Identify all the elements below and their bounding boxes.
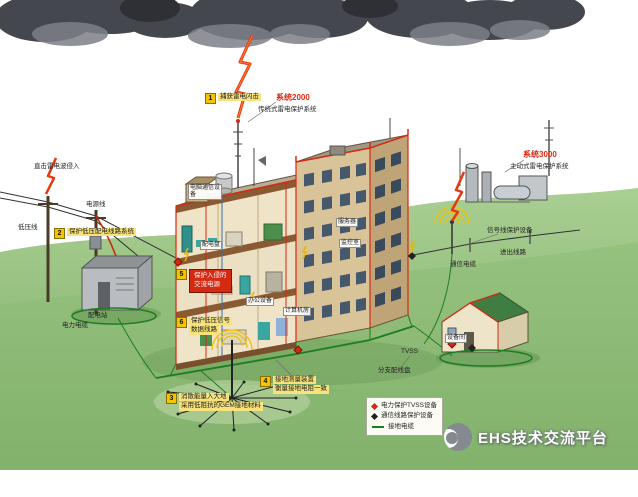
comm-marker-telecom-entry <box>408 252 416 260</box>
house-shadow <box>436 348 540 368</box>
room-office-label: 办公设备 <box>246 297 275 306</box>
tvss-marker-building <box>293 345 303 355</box>
comm-marker-house <box>468 344 476 352</box>
step-ac-power-line1: 保护入侵的 <box>194 272 227 279</box>
legend-item-tvss-label: 电力保护TVSS设备 <box>381 402 437 409</box>
step-capture-label: 捕获雷电闪击 <box>218 93 261 102</box>
ground-cable-substation <box>117 317 157 379</box>
step-gem: 3 消散能量入大地 采用低阻抗的GEM接地材料 <box>166 393 263 411</box>
signal-protect-label: 信号线保护设备 <box>487 227 533 234</box>
step-ac-power: 5 保护入侵的 交流电源 <box>176 269 232 293</box>
watermark: EHS技术交流平台 <box>444 423 608 451</box>
air-terminal-tip <box>236 119 240 123</box>
step-signal: 6 保护低压信号 数据线路 <box>176 317 232 335</box>
step-powerline: 2 保护低压配电线路系统 <box>54 228 136 239</box>
step-gem-line2: 采用低阻抗的GEM接地材料 <box>179 402 263 411</box>
step-measure-number: 4 <box>260 376 271 387</box>
substation-building <box>71 254 157 325</box>
power-service-line <box>95 215 177 259</box>
green-line-icon <box>372 425 384 428</box>
system-2000-desc: 传统式雷电保护系统 <box>258 106 317 113</box>
step-signal-line1: 保护低压信号 <box>189 317 232 326</box>
direct-strike-label: 直击雷电波侵入 <box>34 163 80 170</box>
step-measure-line1: 接地测量装置 <box>273 376 316 385</box>
room-monitor-label: 监控室 <box>339 239 362 248</box>
step-signal-number: 6 <box>176 317 187 328</box>
ground-ring <box>155 325 415 379</box>
substation-ground-ring <box>71 307 157 325</box>
inout-lines-label: 进出线路 <box>500 249 526 256</box>
ground-cable-ese <box>423 253 453 345</box>
step-gem-number: 3 <box>166 393 177 404</box>
vertical-tank-1 <box>465 165 479 203</box>
step-capture: 1 捕获雷电闪击 <box>205 93 261 104</box>
telecom-line <box>407 229 581 257</box>
step-ac-power-number: 5 <box>176 269 187 280</box>
substation-label: 配电站 <box>88 312 108 319</box>
power-cable-label: 电力电缆 <box>62 322 88 329</box>
watermark-logo-icon <box>444 423 472 451</box>
lv-line-label: 低压线 <box>18 224 38 231</box>
step-signal-line2: 数据线路 <box>189 326 219 335</box>
industrial-facility <box>459 120 554 203</box>
branch-panel-label: 分支配线盘 <box>378 367 411 374</box>
substation-door <box>98 282 110 310</box>
step-measure-line2: 衡量接地电阻一致 <box>273 385 329 394</box>
step-powerline-label: 保护低压配电线路系统 <box>67 228 136 237</box>
satellite-dish <box>258 156 266 166</box>
tvss-label: TVSS <box>401 348 418 355</box>
ground-cable-to-house <box>413 325 453 357</box>
room-dist-label: 配电盘 <box>200 241 223 250</box>
diamond-black-icon <box>370 413 379 421</box>
spoke-tips <box>166 380 298 432</box>
ese-air-terminal <box>434 206 470 254</box>
storm-clouds <box>0 0 585 48</box>
step-powerline-number: 2 <box>54 228 65 239</box>
horizontal-tank <box>493 185 531 200</box>
room-server-label: 服务器 <box>336 218 359 227</box>
rooftop-unit <box>329 145 346 156</box>
step-ac-power-line2: 交流电源 <box>194 280 220 288</box>
grounding-network <box>117 253 453 399</box>
room-computer-label: 计算机房 <box>283 307 312 316</box>
room-comm-label: 电脑通信设备 <box>188 184 222 200</box>
legend-box: 电力保护TVSS设备 通信线路保护设备 接地电缆 <box>366 397 443 437</box>
comm-cable-label: 通信电缆 <box>450 261 476 268</box>
diamond-red-icon <box>370 402 379 410</box>
step-measure: 4 接地测量装置 衡量接地电阻一致 <box>260 376 329 394</box>
system-3000-desc: 主动式雷电保护系统 <box>510 163 569 170</box>
power-line-label: 电源线 <box>86 201 106 208</box>
system-3000-name: 系统3000 <box>523 150 557 159</box>
legend-item-comm-label: 通信线路保护设备 <box>381 412 433 420</box>
legend-item-tvss: 电力保护TVSS设备 <box>370 401 437 411</box>
house-ground-ring <box>439 349 533 367</box>
dissipation-arcs <box>211 329 253 351</box>
legend-item-ground-label: 接地电缆 <box>388 422 414 430</box>
green-house <box>439 292 533 367</box>
step-capture-number: 1 <box>205 93 216 104</box>
step-gem-line1: 消散能量入大地 <box>179 393 229 402</box>
system-2000-name: 系统2000 <box>276 93 310 102</box>
lightning-bolt-right <box>450 171 466 222</box>
equip-room-label: 设备间 <box>445 334 468 343</box>
lightning-bolt-left <box>44 157 58 195</box>
legend-item-ground: 接地电缆 <box>372 422 437 432</box>
vertical-tank-2 <box>481 171 492 203</box>
legend-item-comm: 通信线路保护设备 <box>370 411 437 421</box>
house-door <box>464 332 474 352</box>
tvss-marker-power-entry <box>173 257 183 267</box>
watermark-text: EHS技术交流平台 <box>478 429 608 447</box>
